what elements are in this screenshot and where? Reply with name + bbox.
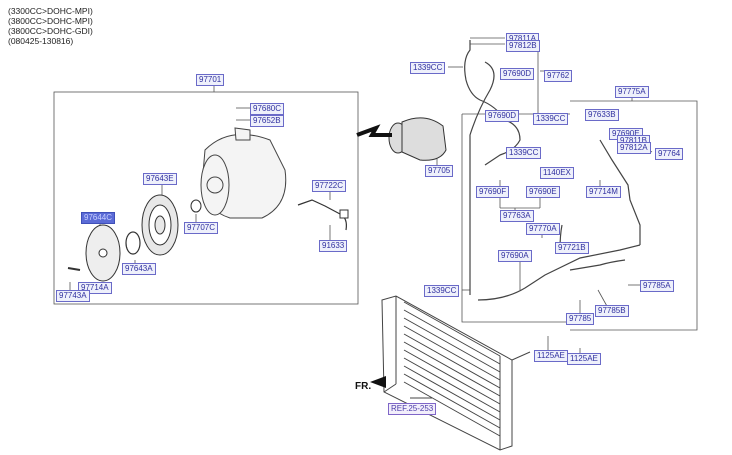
part-97643E[interactable]: 97643E	[143, 173, 177, 185]
part-97690A[interactable]: 97690A	[498, 250, 532, 262]
part-97644C-highlighted[interactable]: 97644C	[81, 212, 116, 224]
part-97690E[interactable]: 97690E	[526, 186, 560, 198]
front-arrow-icon	[370, 376, 386, 388]
part-1125AE-left[interactable]: 1125AE	[534, 350, 568, 362]
part-97764[interactable]: 97764	[655, 148, 684, 160]
part-97690D-lower[interactable]: 97690D	[485, 110, 520, 122]
part-1339CC-bottom[interactable]: 1339CC	[424, 285, 460, 297]
part-1339CC-mid[interactable]: 1339CC	[533, 113, 569, 125]
part-1339CC-top[interactable]: 1339CC	[410, 62, 446, 74]
header-line-2: (3800CC>DOHC-MPI)	[8, 16, 93, 26]
part-97705[interactable]: 97705	[425, 165, 454, 177]
part-97714M[interactable]: 97714M	[586, 186, 621, 198]
header-line-4: (080425-130816)	[8, 36, 74, 46]
part-97652B[interactable]: 97652B	[250, 115, 284, 127]
part-1125AE-right[interactable]: 1125AE	[567, 353, 601, 365]
compressor-group-frame	[53, 91, 359, 305]
part-97690D-upper[interactable]: 97690D	[500, 68, 535, 80]
part-97785A[interactable]: 97785A	[640, 280, 674, 292]
part-1339CC-pipe[interactable]: 1339CC	[506, 147, 542, 159]
part-97680C[interactable]: 97680C	[250, 103, 285, 115]
part-97775A[interactable]: 97775A	[615, 86, 649, 98]
part-97762[interactable]: 97762	[544, 70, 573, 82]
part-97643A[interactable]: 97643A	[122, 263, 156, 275]
part-97785[interactable]: 97785	[566, 313, 595, 325]
part-97701[interactable]: 97701	[196, 74, 225, 86]
reference-link-25-253[interactable]: REF.25-253	[388, 403, 437, 415]
part-97707C[interactable]: 97707C	[184, 222, 219, 234]
header-line-1: (3300CC>DOHC-MPI)	[8, 6, 93, 16]
part-97743A[interactable]: 97743A	[56, 290, 90, 302]
part-97633B[interactable]: 97633B	[585, 109, 619, 121]
pulley-illustration	[141, 194, 179, 256]
part-97763A[interactable]: 97763A	[500, 210, 534, 222]
header-line-3: (3800CC>DOHC-GDI)	[8, 26, 93, 36]
condenser-illustration	[381, 295, 531, 451]
part-1140EX[interactable]: 1140EX	[540, 167, 574, 179]
part-97812B[interactable]: 97812B	[506, 40, 540, 52]
front-direction-label: FR.	[355, 381, 372, 392]
clutch-hub-illustration	[85, 224, 121, 282]
part-97770A[interactable]: 97770A	[526, 223, 560, 235]
compressor-illustration	[200, 127, 287, 219]
refrigerant-pipes	[464, 40, 641, 301]
part-91633[interactable]: 91633	[319, 240, 348, 252]
part-97785B[interactable]: 97785B	[595, 305, 629, 317]
part-97721B[interactable]: 97721B	[555, 242, 589, 254]
part-97722C[interactable]: 97722C	[312, 180, 347, 192]
part-97812A[interactable]: 97812A	[617, 142, 651, 154]
part-97690F[interactable]: 97690F	[476, 186, 510, 198]
compressor-small-illustration	[388, 117, 447, 161]
